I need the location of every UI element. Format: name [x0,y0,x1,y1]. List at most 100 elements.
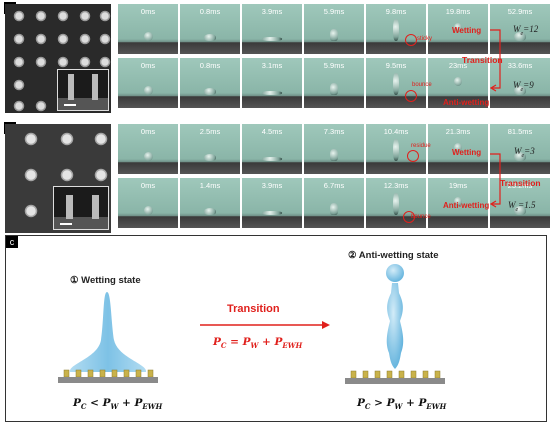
video-frame: 3.9ms [242,4,302,54]
frame-time-label: 23ms [448,61,468,70]
annot-sticky: sticky [417,36,432,42]
frame-time-label: 2.5ms [199,127,221,136]
droplet [204,208,216,215]
droplet [514,86,526,95]
droplet [454,23,462,32]
label-b-wetting: Wetting [452,148,482,157]
anti-wetting-drop-illustration [345,264,445,384]
frame-time-label: 10.4ms [383,127,409,136]
video-frame: 4.5ms [242,124,302,174]
frame-time-label: 33.6ms [507,61,533,70]
frame-time-label: 9.5ms [385,61,407,70]
video-frame: 1.4ms [180,178,240,228]
frame-time-label: 23.2ms [507,181,533,190]
droplet [144,152,153,161]
video-frame: 21.3ms [428,124,488,174]
video-frame: 5.9ms [304,4,364,54]
schematic-panel-c [5,235,547,422]
droplet [204,34,216,41]
droplet [262,157,282,161]
equation-wetting: PC < PW + PEWH [73,397,163,412]
sem-inset-a [57,69,109,111]
frame-time-label: 0.8ms [199,61,221,70]
video-frame: 0.8ms [180,58,240,108]
circle-sticky [405,34,417,46]
equation-transition: PC = PW + PEWH [213,336,303,351]
we-a-bottom: We=9 [513,80,534,93]
video-frame: 9.5ms [366,58,426,108]
video-frame: 3.1ms [242,58,302,108]
droplet [393,193,399,215]
frame-time-label: 5.9ms [323,61,345,70]
droplet [204,88,216,95]
frame-time-label: 12.3ms [383,181,409,190]
frame-time-label: 19ms [448,181,468,190]
we-b-top: We=3 [514,146,535,159]
equation-anti-wetting: PC > PW + PEWH [357,397,447,412]
pillar-array-a [13,10,111,112]
droplet [454,143,462,152]
droplet [330,203,338,215]
droplet [330,149,338,161]
label-b-anti-wetting: Anti-wetting [443,201,490,210]
frame-time-label: 0ms [140,7,156,16]
video-frame: 19.8ms [428,4,488,54]
sem-inset-b [53,186,109,230]
video-frame: 6.7ms [304,178,364,228]
video-frame: 12.3ms [366,178,426,228]
droplet [330,83,338,95]
wetting-drop-illustration [58,292,158,383]
sem-image-a [5,4,111,113]
label-a-anti-wetting: Anti-wetting [443,98,490,107]
video-frame: 0ms [118,4,178,54]
video-frame: 9.8ms [366,4,426,54]
droplet [393,19,399,41]
transition-label-c: Transition [227,303,280,315]
video-frame: 52.9ms [490,4,550,54]
label-b-transition: Transition [500,178,541,188]
frame-time-label: 0ms [140,181,156,190]
droplet [514,32,526,41]
frame-time-label: 3.9ms [261,7,283,16]
droplet [144,206,153,215]
droplet [514,152,526,161]
frame-time-label: 5.9ms [323,7,345,16]
anti-wetting-state-title: ② Anti-wetting state [348,250,439,261]
droplet [514,206,526,215]
frame-time-label: 9.8ms [385,7,407,16]
droplet [204,154,216,161]
panel-label-c: c [6,236,18,248]
frame-time-label: 52.9ms [507,7,533,16]
frame-time-label: 4.5ms [261,127,283,136]
we-b-bottom: We=1.5 [508,200,536,213]
droplet [262,91,282,95]
annot-bounce-b: bounce [411,214,431,220]
video-frame: 10.4ms [366,124,426,174]
video-frame: 0.8ms [180,4,240,54]
frame-time-label: 0ms [140,61,156,70]
droplet [393,139,399,161]
video-frame: 2.5ms [180,124,240,174]
droplet [454,77,462,86]
pillar-array-b [24,132,108,218]
frame-time-label: 0.8ms [199,7,221,16]
droplet [262,211,282,215]
circle-residue [407,150,419,162]
annot-bounce-a: bounce [412,82,432,88]
frame-time-label: 3.1ms [261,61,283,70]
circle-bounce-b [403,211,415,223]
transition-arrow [200,321,330,329]
frame-time-label: 81.5ms [507,127,533,136]
video-frame: 19ms [428,178,488,228]
video-frame: 7.3ms [304,124,364,174]
droplet [330,29,338,41]
bracket-a [490,29,501,92]
video-frame: 0ms [118,124,178,174]
frame-time-label: 19.8ms [445,7,471,16]
video-frame: 5.9ms [304,58,364,108]
label-a-wetting: Wetting [452,26,482,35]
video-frame: 3.9ms [242,178,302,228]
droplet [393,73,399,95]
we-a-top: We=12 [513,24,539,37]
droplet [144,32,153,41]
